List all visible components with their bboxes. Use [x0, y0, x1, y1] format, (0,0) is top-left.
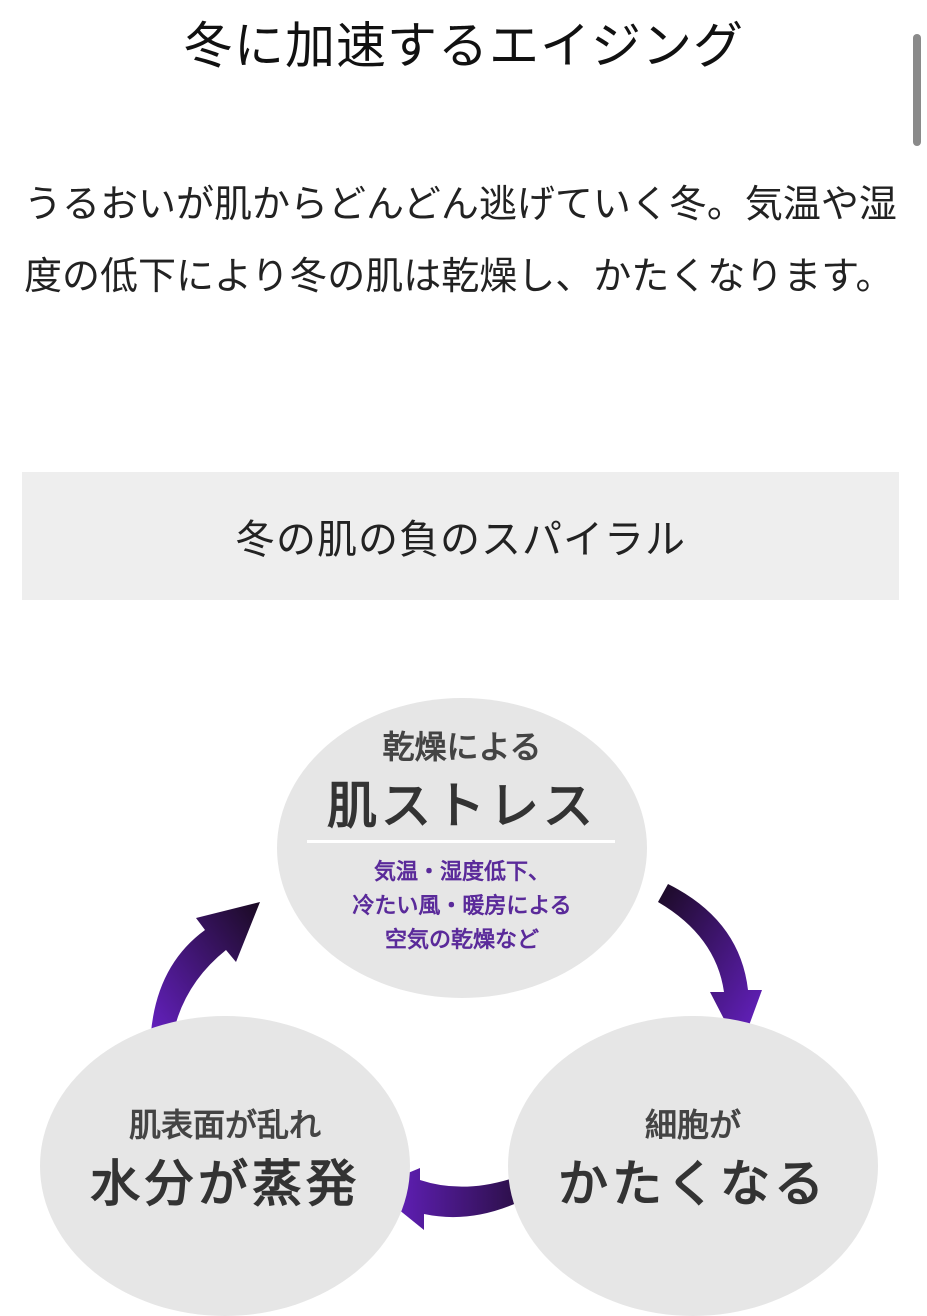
arrow-left-to-top	[150, 902, 260, 1054]
node-moisture-loss-subtitle: 肌表面が乱れ	[128, 1106, 321, 1144]
section-heading: 冬の肌の負のスパイラル	[235, 517, 686, 563]
cycle-arrows	[150, 884, 762, 1230]
node-cells-harden-title: かたくなる	[558, 1155, 828, 1213]
scrollbar[interactable]	[913, 34, 921, 146]
node-skin-stress-subtitle: 乾燥による	[382, 728, 542, 766]
section-header: 冬の肌の負のスパイラル	[22, 472, 899, 600]
intro-paragraph: うるおいが肌からどんどん逃げていく冬。気温や湿度の低下により冬の肌は乾燥し、かた…	[24, 182, 897, 298]
node-skin-stress-note: 気温・湿度低下、 冷たい風・暖房による 空気の乾燥など	[277, 856, 647, 958]
page-title: 冬に加速するエイジング	[183, 17, 744, 75]
node-cells-harden-subtitle: 細胞が	[644, 1106, 741, 1144]
note-line-1: 気温・湿度低下、	[373, 860, 550, 885]
node-moisture-loss: 肌表面が乱れ 水分が蒸発	[40, 1016, 410, 1316]
node-moisture-loss-title: 水分が蒸発	[90, 1155, 360, 1213]
arrow-top-to-right	[658, 884, 762, 1050]
note-line-3: 空気の乾燥など	[384, 928, 539, 953]
arrow-right-to-left	[372, 1160, 560, 1230]
node-cells-harden: 細胞が かたくなる	[508, 1016, 878, 1316]
node-skin-stress: 乾燥による 肌ストレス 気温・湿度低下、 冷たい風・暖房による 空気の乾燥など	[277, 698, 647, 998]
note-line-2: 冷たい風・暖房による	[352, 894, 572, 919]
node-divider	[307, 840, 615, 843]
node-skin-stress-title: 肌ストレス	[327, 777, 597, 835]
spiral-diagram: 乾燥による 肌ストレス 気温・湿度低下、 冷たい風・暖房による 空気の乾燥など …	[0, 640, 927, 1316]
